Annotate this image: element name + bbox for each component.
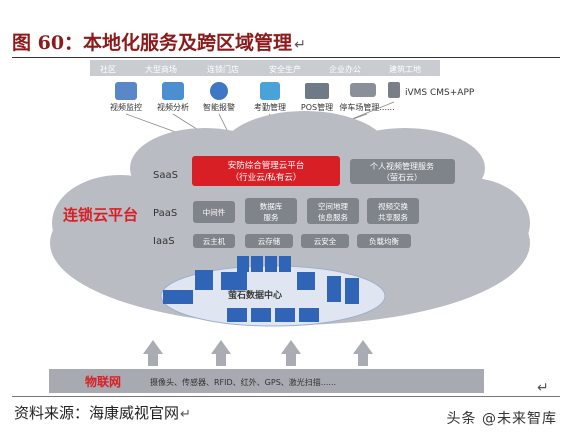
figure-title-text: 图 60：本地化服务及跨区域管理 [12, 32, 293, 54]
saas-label: SaaS [153, 170, 178, 181]
app-labels: 视频监控 视频分析 智能报警 考勤管理 POS管理 停车场管理...... iV… [110, 88, 475, 112]
paas-chip-text: 空间地理 [318, 201, 348, 211]
saas-main-box [192, 156, 340, 186]
top-tabs: 社区 大型商场 连锁门店 安全生产 企业办公 建筑工地 [100, 64, 421, 74]
video-monitor-icon [115, 82, 137, 100]
paragraph-mark: ↵ [537, 380, 549, 396]
paragraph-mark: ↵ [294, 37, 306, 53]
pos-icon [305, 83, 329, 99]
source-text: 资料来源：海康威视官网 [14, 404, 180, 422]
up-arrow-icon [353, 340, 373, 366]
top-tab: 安全生产 [269, 64, 301, 74]
iaas-chip [301, 234, 349, 248]
alarm-icon [210, 82, 228, 100]
app-label: 考勤管理 [254, 102, 286, 112]
figure-title: 图 60：本地化服务及跨区域管理↵ [12, 28, 306, 55]
paas-chip-text: 信息服务 [318, 212, 348, 222]
app-icons [115, 82, 400, 100]
app-label: 视频分析 [157, 102, 189, 112]
iot-bar [49, 369, 484, 393]
app-label: 视频监控 [110, 102, 142, 112]
parking-icon [350, 83, 376, 97]
top-tab: 连锁门店 [207, 64, 239, 74]
up-arrows [143, 340, 373, 366]
paas-chip-text: 服务 [264, 212, 279, 222]
paas-chip-text: 共享服务 [378, 212, 408, 222]
saas-side-line2: （萤石云） [382, 172, 422, 182]
app-label: 停车场管理...... [339, 102, 394, 112]
app-label: POS管理 [301, 102, 333, 112]
top-tab: 大型商场 [145, 64, 177, 74]
saas-side-line1: 个人视频管理服务 [370, 161, 434, 171]
iaas-chip-text: 负载均衡 [369, 236, 399, 246]
video-analysis-icon [162, 82, 184, 100]
saas-main-line2: （行业云/私有云） [231, 172, 302, 183]
source-divider [12, 396, 560, 397]
paas-chip-text: 中间件 [203, 207, 226, 217]
up-arrow-icon [281, 340, 301, 366]
up-arrow-icon [143, 340, 163, 366]
source-note: 资料来源：海康威视官网↵ [14, 402, 191, 423]
paas-items: 中间件 数据库 服务 空间地理 信息服务 视频交换 共享服务 [193, 198, 419, 224]
paas-chip [193, 201, 235, 223]
paas-chip [367, 198, 419, 224]
top-tab: 社区 [100, 64, 116, 74]
app-label: 智能报警 [203, 102, 235, 112]
ivms-phone-icon [388, 82, 400, 98]
server-rack-icons [163, 256, 359, 322]
iot-label: 物联网 [85, 374, 121, 389]
paas-chip-text: 数据库 [260, 201, 283, 211]
watermark: 头条 @未来智库 [446, 411, 557, 427]
paragraph-mark: ↵ [180, 407, 191, 422]
top-tab: 企业办公 [329, 64, 361, 74]
top-tabs-bar [90, 60, 440, 76]
ivms-label: iVMS CMS+APP [405, 88, 475, 98]
up-arrow-icon [211, 340, 231, 366]
datacenter-label: 萤石数据中心 [228, 289, 282, 301]
iaas-label: IaaS [153, 236, 175, 247]
cloud-platform-title: 连锁云平台 [63, 206, 138, 224]
iaas-chip [245, 234, 293, 248]
iaas-chip [357, 234, 411, 248]
top-tab: 建筑工地 [389, 64, 421, 74]
iaas-chip-text: 云安全 [314, 236, 337, 246]
iaas-items: 云主机 云存储 云安全 负载均衡 [193, 234, 411, 248]
saas-main-line1: 安防综合管理云平台 [228, 160, 305, 171]
iaas-chip-text: 云存储 [258, 236, 281, 246]
title-divider [12, 57, 560, 58]
iaas-chip-text: 云主机 [203, 236, 226, 246]
platform-diagram: 社区 大型商场 连锁门店 安全生产 企业办公 建筑工地 视频监控 视频分析 智能… [49, 60, 530, 393]
paas-chip-text: 视频交换 [378, 201, 408, 211]
paas-label: PaaS [153, 208, 177, 219]
saas-side-box [350, 159, 455, 184]
platform-figure: 社区 大型商场 连锁门店 安全生产 企业办公 建筑工地 视频监控 视频分析 智能… [45, 58, 535, 396]
attendance-icon [260, 82, 280, 100]
paas-chip [245, 198, 297, 224]
paas-chip [307, 198, 359, 224]
iaas-chip [193, 234, 235, 248]
iot-devices: 摄像头、传感器、RFID、红外、GPS、激光扫描...... [150, 377, 336, 387]
